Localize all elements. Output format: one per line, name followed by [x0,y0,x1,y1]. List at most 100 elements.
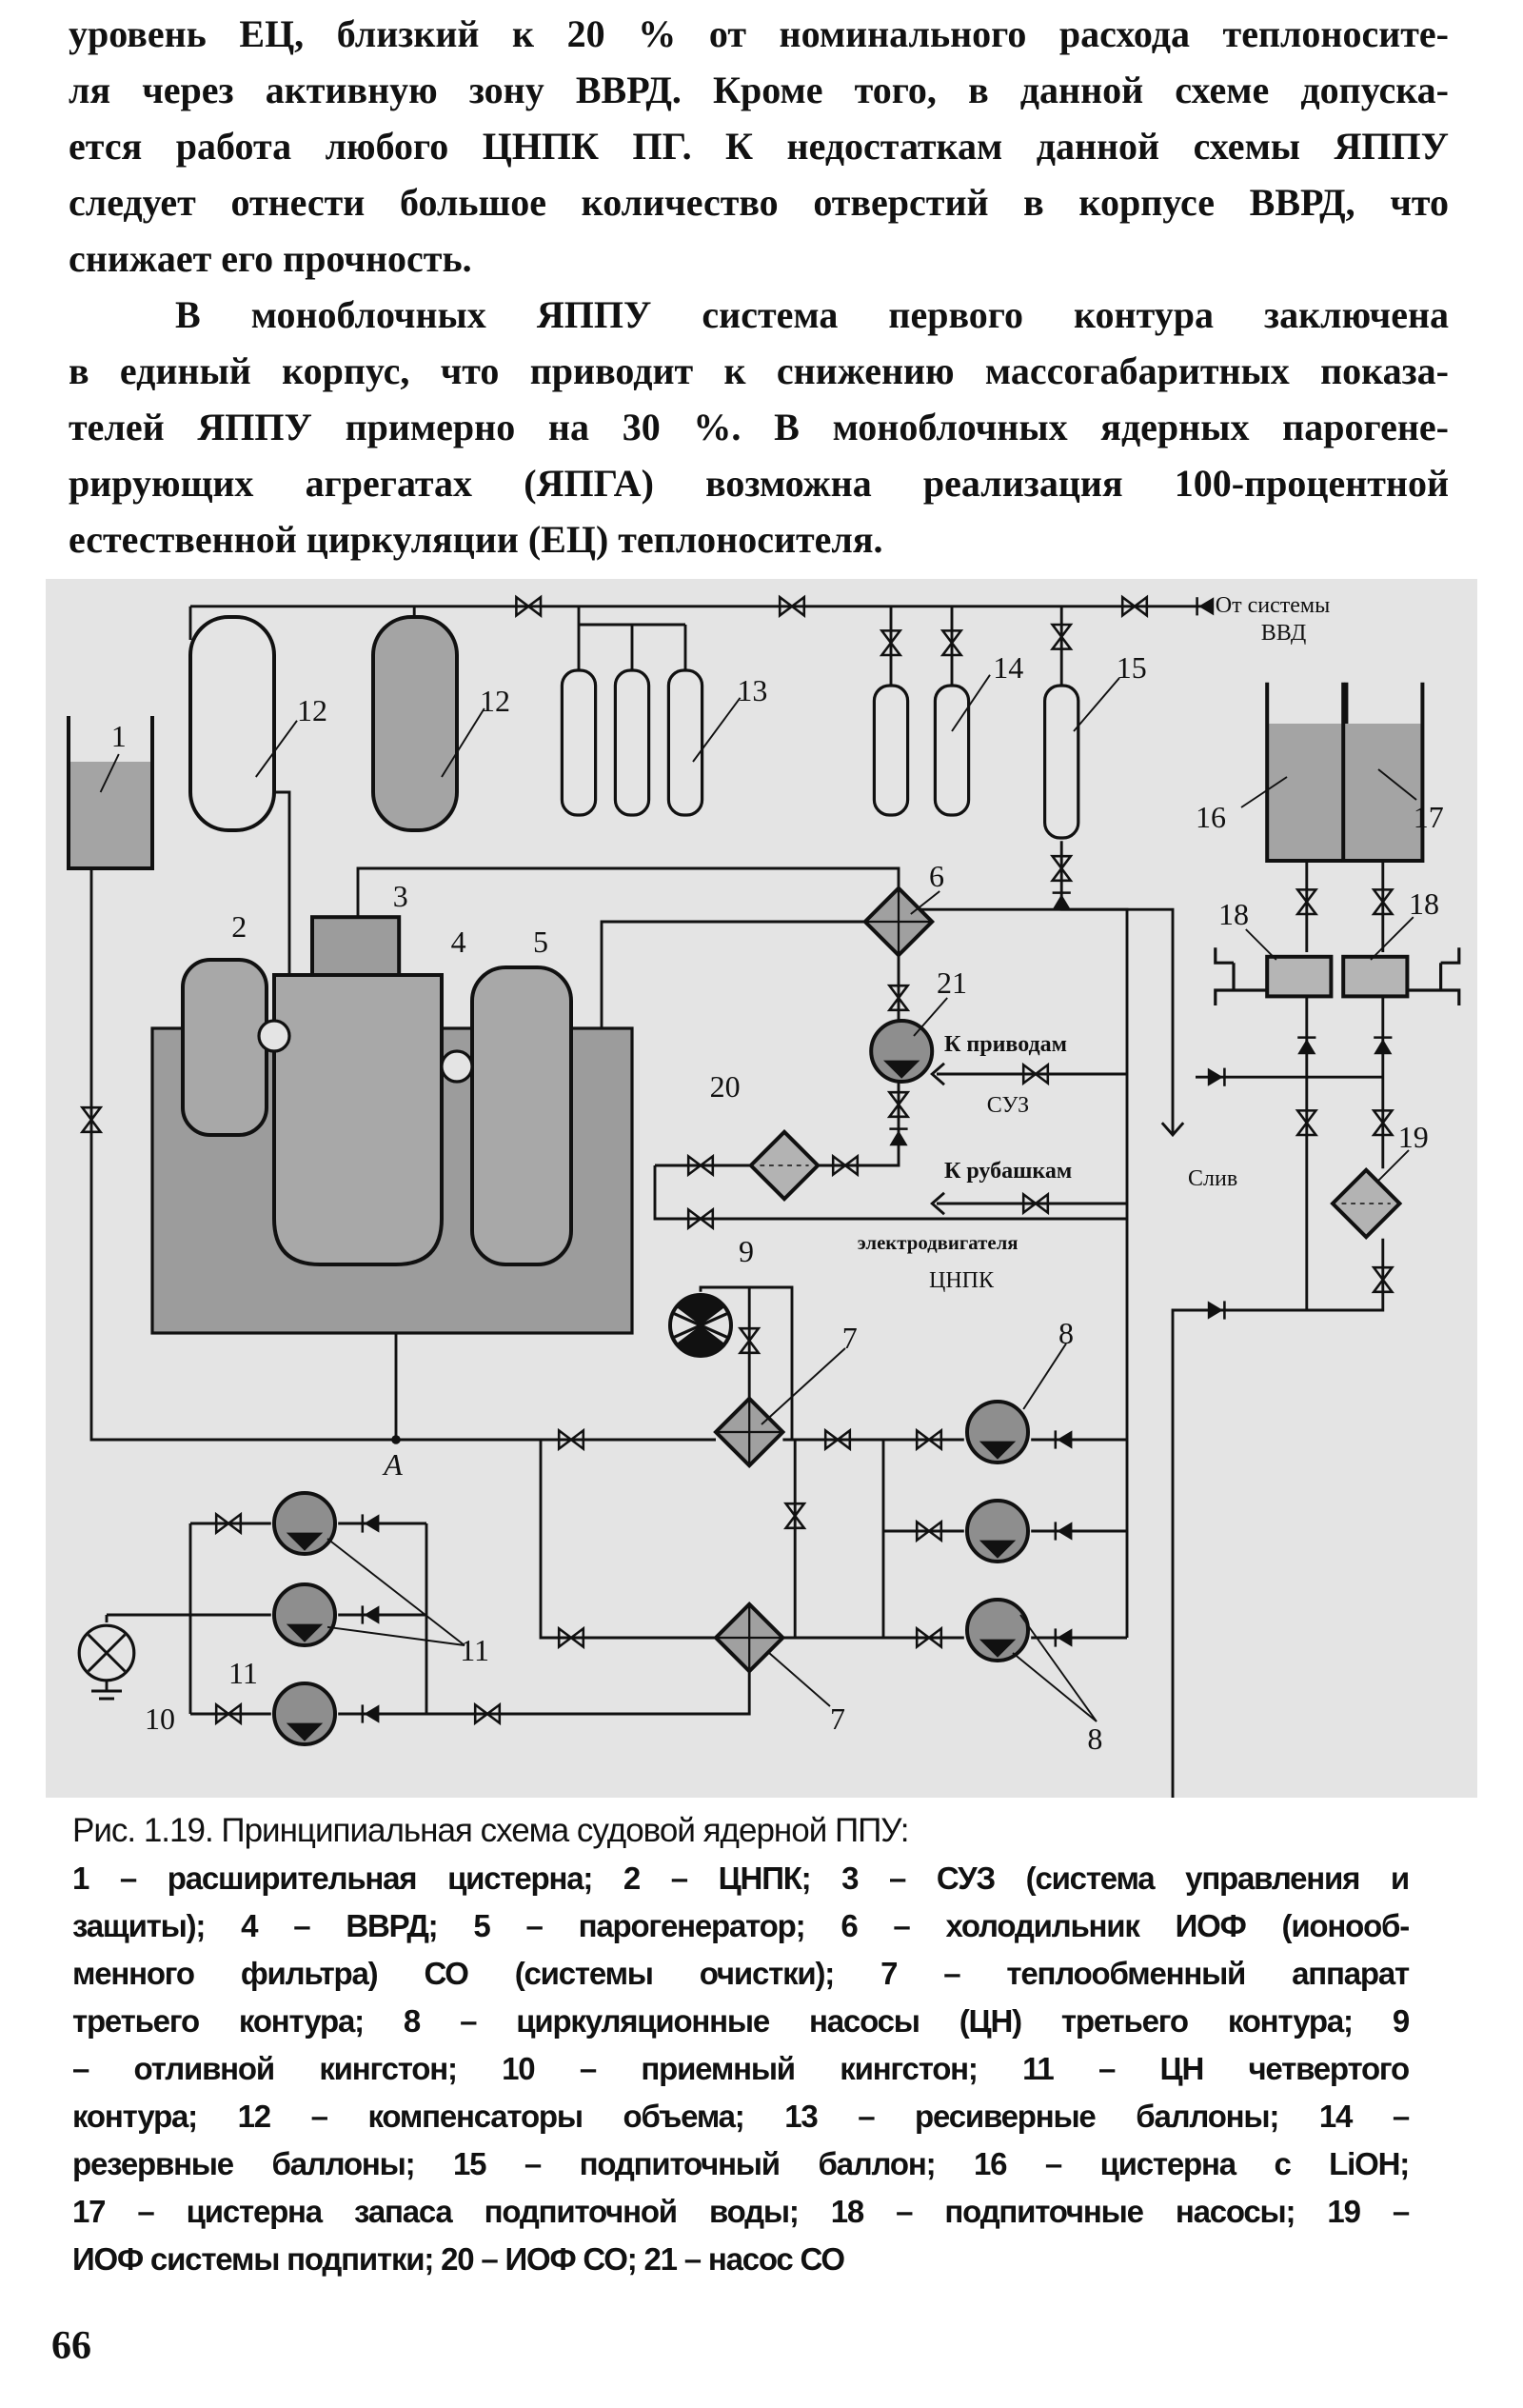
makeup-pump-18-icon [1341,947,1461,1005]
pump-8-icon [965,1598,1030,1662]
check-valve-icon [1296,1036,1317,1056]
leader-lines [99,674,1417,1722]
caption-line: – отливной кингстон; 10 – приемный кингс… [72,2051,1410,2086]
makeup-pump-18-icon [1214,947,1334,1005]
filter-20-icon [748,1129,821,1202]
volume-compensator-12a [188,615,276,832]
text-line: ля через активную зону ВВРД. Кроме того,… [69,69,1449,111]
check-valve-icon [1054,1429,1074,1450]
text-line: В моноблочных ЯППУ система первого конту… [175,293,1449,336]
label-12: 12 [480,684,510,718]
text-line: следует отнести большое количество отвер… [69,181,1449,224]
expansion-tank-1 [67,716,154,870]
caption-line: защиты); 4 – ВВРД; 5 – парогенератор; 6 … [72,1908,1410,1943]
caption-line: 17 – цистерна запаса подпиточной воды; 1… [72,2194,1410,2229]
label-11: 11 [228,1656,258,1690]
junction-point [391,1435,401,1444]
annotation-suz: СУЗ [987,1093,1029,1118]
page-number: 66 [51,2324,91,2368]
text-line: снижает его прочность. [69,237,472,280]
control-rod-drive-3 [310,915,402,977]
volume-compensator-12b [371,615,459,832]
pump-8-icon [965,1499,1030,1563]
check-valve-icon [888,1127,909,1147]
reserve-bottle-14 [872,684,910,817]
label-20: 20 [710,1069,741,1104]
reactor-pool [150,915,634,1335]
caption-title: Рис. 1.19. Принципиальная схема судовой … [72,1812,909,1849]
makeup-bottle-15 [1043,684,1080,840]
caption-line: 1 – расширительная цистерна; 2 – ЦНПК; 3… [72,1861,1410,1896]
receiver-bottle-13 [560,668,598,817]
makeup-water-tank-17 [1341,682,1425,863]
caption-line: резервные баллоны; 15 – подпиточный балл… [72,2146,1410,2181]
label-12: 12 [297,693,327,727]
heat-exchanger-7-icon [714,1396,785,1468]
text-line: естественной циркуляции (ЕЦ) теплоносите… [69,518,883,561]
receiver-bottle-13 [666,668,704,817]
text-line: уровень ЕЦ, близкий к 20 % от номинально… [69,12,1449,55]
label-4: 4 [451,925,466,959]
annotation-to-drives: К приводам [944,1032,1067,1057]
label-8: 8 [1087,1721,1102,1756]
discharge-kingston-9-icon [668,1293,733,1358]
label-10: 10 [145,1702,175,1736]
check-valve-icon [1054,1627,1074,1648]
annotation-vvd: ВВД [1261,621,1306,646]
label-2: 2 [231,909,247,944]
pump-8-icon [965,1400,1030,1464]
heat-exchanger-7-icon [714,1602,785,1674]
annotation-cnpk: ЦНПК [929,1268,995,1293]
text-line: ется работа любого ЦНПК ПГ. К недостатка… [69,125,1449,168]
intake-kingston-10-icon [77,1623,136,1701]
annotations: От системы ВВД К приводам СУЗ К рубашкам… [858,593,1330,1293]
label-11: 11 [460,1633,489,1667]
circulation-pump-2 [181,958,268,1137]
pump-11-icon [272,1682,337,1746]
label-15: 15 [1117,650,1147,685]
lioh-tank-16 [1265,682,1349,863]
caption-line: ИОФ системы подпитки; 20 – ИОФ СО; 21 – … [72,2241,845,2277]
check-valve-icon [361,1604,381,1625]
label-14: 14 [993,650,1023,685]
check-valve-icon [1206,1300,1226,1321]
steam-generator-5 [470,965,573,1266]
text-line: в единый корпус, что приводит к снижению… [69,349,1449,392]
caption-line: третьего контура; 8 – циркуляционные нас… [72,2003,1410,2039]
schematic-figure: 1 2 3 4 5 6 7 7 8 8 9 10 11 11 12 12 13 … [46,579,1477,1798]
label-7: 7 [842,1321,858,1355]
label-21: 21 [937,965,967,1000]
filter-19-icon [1331,1167,1402,1240]
label-1: 1 [111,719,127,753]
check-valve-icon [361,1513,381,1534]
annotation-from-system: От системы [1216,593,1330,618]
label-point-a: А [382,1447,403,1482]
pump-11-icon [272,1582,337,1647]
cooler-6-icon [862,886,935,958]
label-5: 5 [533,925,548,959]
check-valve-icon [1054,1521,1074,1542]
text-line: рирующих агрегатах (ЯПГА) возможна реали… [69,462,1449,505]
receiver-bottle-13 [613,668,651,817]
annotation-to-jackets: К рубашкам [944,1159,1072,1184]
pump-11-icon [272,1491,337,1556]
caption-line: менного фильтра) СО (системы очистки); 7… [72,1956,1410,1991]
check-valve-icon [1372,1036,1394,1056]
annotation-motor: электродвигателя [858,1232,1019,1254]
check-valve-icon [361,1703,381,1724]
label-6: 6 [929,859,944,893]
number-labels: 1 2 3 4 5 6 7 7 8 8 9 10 11 11 12 12 13 … [111,650,1444,1756]
label-9: 9 [739,1234,754,1268]
check-valve-icon [1196,595,1216,617]
label-7: 7 [830,1702,845,1736]
check-valve-icon [1051,891,1073,911]
label-17: 17 [1414,800,1444,834]
label-8: 8 [1058,1316,1074,1350]
label-16: 16 [1196,800,1226,834]
figure-caption: Рис. 1.19. Принципиальная схема судовой … [72,1807,1410,2283]
label-18: 18 [1409,886,1439,921]
label-3: 3 [393,879,408,913]
reserve-bottle-14 [933,684,971,817]
label-19: 19 [1398,1120,1429,1154]
